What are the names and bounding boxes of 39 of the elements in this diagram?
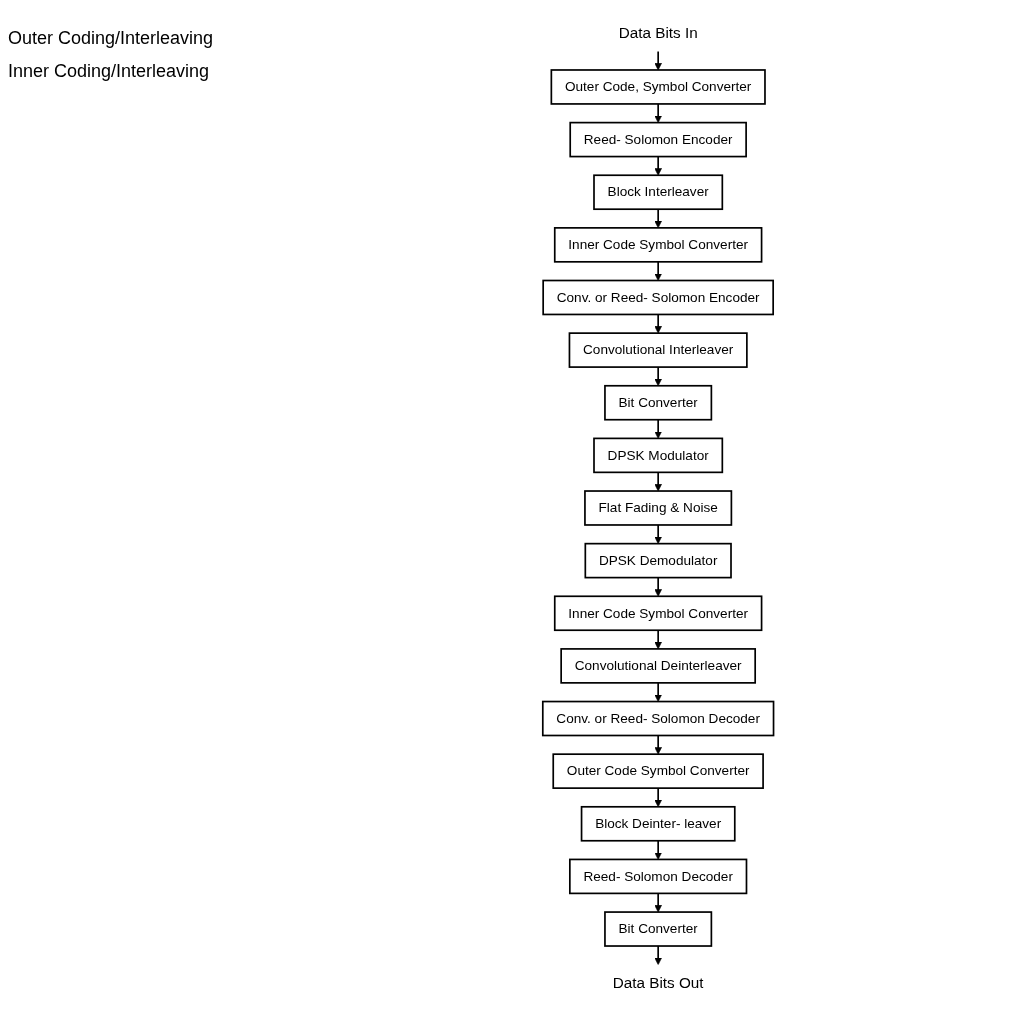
arrow	[654, 524, 663, 544]
node-box: Inner Code Symbol Converter	[554, 595, 763, 632]
arrow	[654, 734, 663, 755]
arrow	[654, 103, 663, 123]
arrow	[654, 892, 663, 913]
node-box: Convolutional Interleaver	[568, 332, 749, 368]
node-box: Block Deinter- leaver	[581, 805, 736, 842]
node-box: Reed- Solomon Encoder	[569, 121, 748, 158]
node-box: DPSK Modulator	[593, 437, 724, 474]
arrow	[654, 366, 663, 387]
arrow	[654, 787, 663, 808]
node-box: Outer Code Symbol Converter	[552, 753, 765, 789]
arrow	[654, 839, 663, 860]
node-box: Conv. or Reed- Solomon Encoder	[542, 279, 775, 316]
node-text: Data Bits Out	[613, 974, 704, 992]
node-box: Outer Code, Symbol Converter	[550, 69, 767, 105]
arrow	[654, 629, 663, 650]
arrow	[654, 155, 663, 176]
arrow	[654, 260, 663, 281]
arrow	[654, 576, 663, 597]
arrow	[654, 418, 663, 439]
arrow	[654, 945, 663, 966]
node-text: Data Bits In	[619, 24, 698, 42]
arrow	[654, 682, 663, 702]
node-box: Conv. or Reed- Solomon Decoder	[542, 700, 775, 737]
node-box: Flat Fading & Noise	[584, 490, 733, 526]
node-box: DPSK Demodulator	[584, 542, 733, 579]
node-box: Bit Converter	[604, 911, 713, 947]
node-box: Bit Converter	[604, 384, 713, 421]
node-box: Block Interleaver	[593, 174, 724, 211]
section-label: Inner Coding/Interleaving	[8, 61, 210, 82]
node-box: Reed- Solomon Decoder	[569, 858, 748, 895]
arrow	[654, 208, 663, 229]
node-box: Convolutional Deinterleaver	[560, 648, 757, 684]
arrow	[654, 50, 663, 71]
section-label: Outer Coding/Interleaving	[8, 28, 214, 49]
node-box: Inner Code Symbol Converter	[554, 227, 763, 263]
arrow	[654, 471, 663, 492]
arrow	[654, 313, 663, 334]
